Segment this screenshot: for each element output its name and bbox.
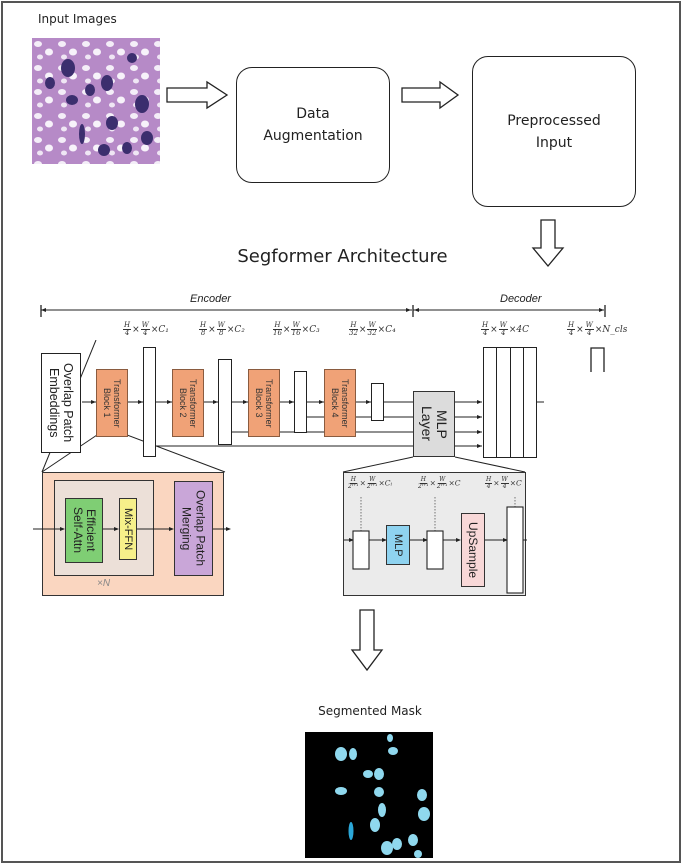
segmentation-output-map [590, 347, 605, 372]
mlp-layer-box: MLP Layer [413, 391, 455, 457]
decoder-detail-flow [344, 497, 527, 594]
transformer-block-1-label: Transformer Block 1 [102, 378, 122, 428]
encoder-block-detail: Efficient Self-Attn Mix-FFN Overlap Patc… [33, 472, 231, 596]
encoder-decoder-span-lines [40, 305, 606, 317]
encoder-detail-flow [33, 527, 231, 531]
arrow-right-icon [166, 80, 229, 110]
transformer-block-1: Transformer Block 1 [96, 369, 128, 437]
input-histology-image [32, 38, 160, 164]
data-augmentation-box: Data Augmentation [236, 67, 390, 183]
arrow-right-icon [401, 80, 460, 110]
transformer-block-4: Transformer Block 4 [324, 369, 356, 437]
transformer-block-2: Transformer Block 2 [172, 369, 204, 437]
efficient-self-attn-label: Efficient Self-Attn [71, 507, 98, 554]
architecture-connections [41, 340, 544, 473]
concatenated-features [483, 347, 537, 458]
overlap-patch-embeddings-box: Overlap Patch Embeddings [41, 353, 81, 453]
transformer-block-3: Transformer Block 3 [248, 369, 280, 437]
mix-ffn-label: Mix-FFN [122, 507, 134, 551]
mlp-label: MLP [392, 533, 404, 557]
overlap-patch-merging-label: Overlap Patch Merging [179, 490, 208, 567]
upsample-label: UpSample [466, 521, 480, 579]
segformer-title: Segformer Architecture [237, 246, 448, 267]
efficient-self-attn-box: Efficient Self-Attn [65, 498, 103, 563]
data-augmentation-label: Data Augmentation [263, 106, 363, 144]
encoder-label: Encoder [190, 293, 231, 305]
feature-map-stage4 [371, 383, 384, 421]
segmented-mask-label: Segmented Mask [318, 704, 422, 718]
mlp-box: MLP [386, 525, 410, 565]
arrow-down-icon [531, 219, 565, 268]
overlap-patch-embeddings-label: Overlap Patch Embeddings [47, 363, 75, 443]
transformer-block-2-label: Transformer Block 2 [178, 378, 198, 428]
segmented-mask-image [305, 732, 433, 858]
arrow-down-icon [350, 609, 384, 672]
mix-ffn-box: Mix-FFN [119, 498, 137, 560]
feature-map-stage1 [143, 347, 156, 457]
decoder-label: Decoder [500, 293, 542, 305]
feature-map-stage3 [294, 371, 307, 433]
transformer-block-3-label: Transformer Block 3 [254, 378, 274, 428]
preprocessed-input-box: Preprocessed Input [472, 56, 636, 207]
transformer-block-4-label: Transformer Block 4 [330, 378, 350, 428]
preprocessed-input-label: Preprocessed Input [507, 112, 601, 151]
feature-map-stage2 [218, 359, 232, 445]
upsample-box: UpSample [461, 513, 485, 587]
repeat-n-label: ×N [97, 578, 111, 589]
mlp-layer-label: MLP Layer [419, 406, 450, 442]
input-images-label: Input Images [38, 12, 117, 26]
overlap-patch-merging-box: Overlap Patch Merging [174, 481, 213, 576]
